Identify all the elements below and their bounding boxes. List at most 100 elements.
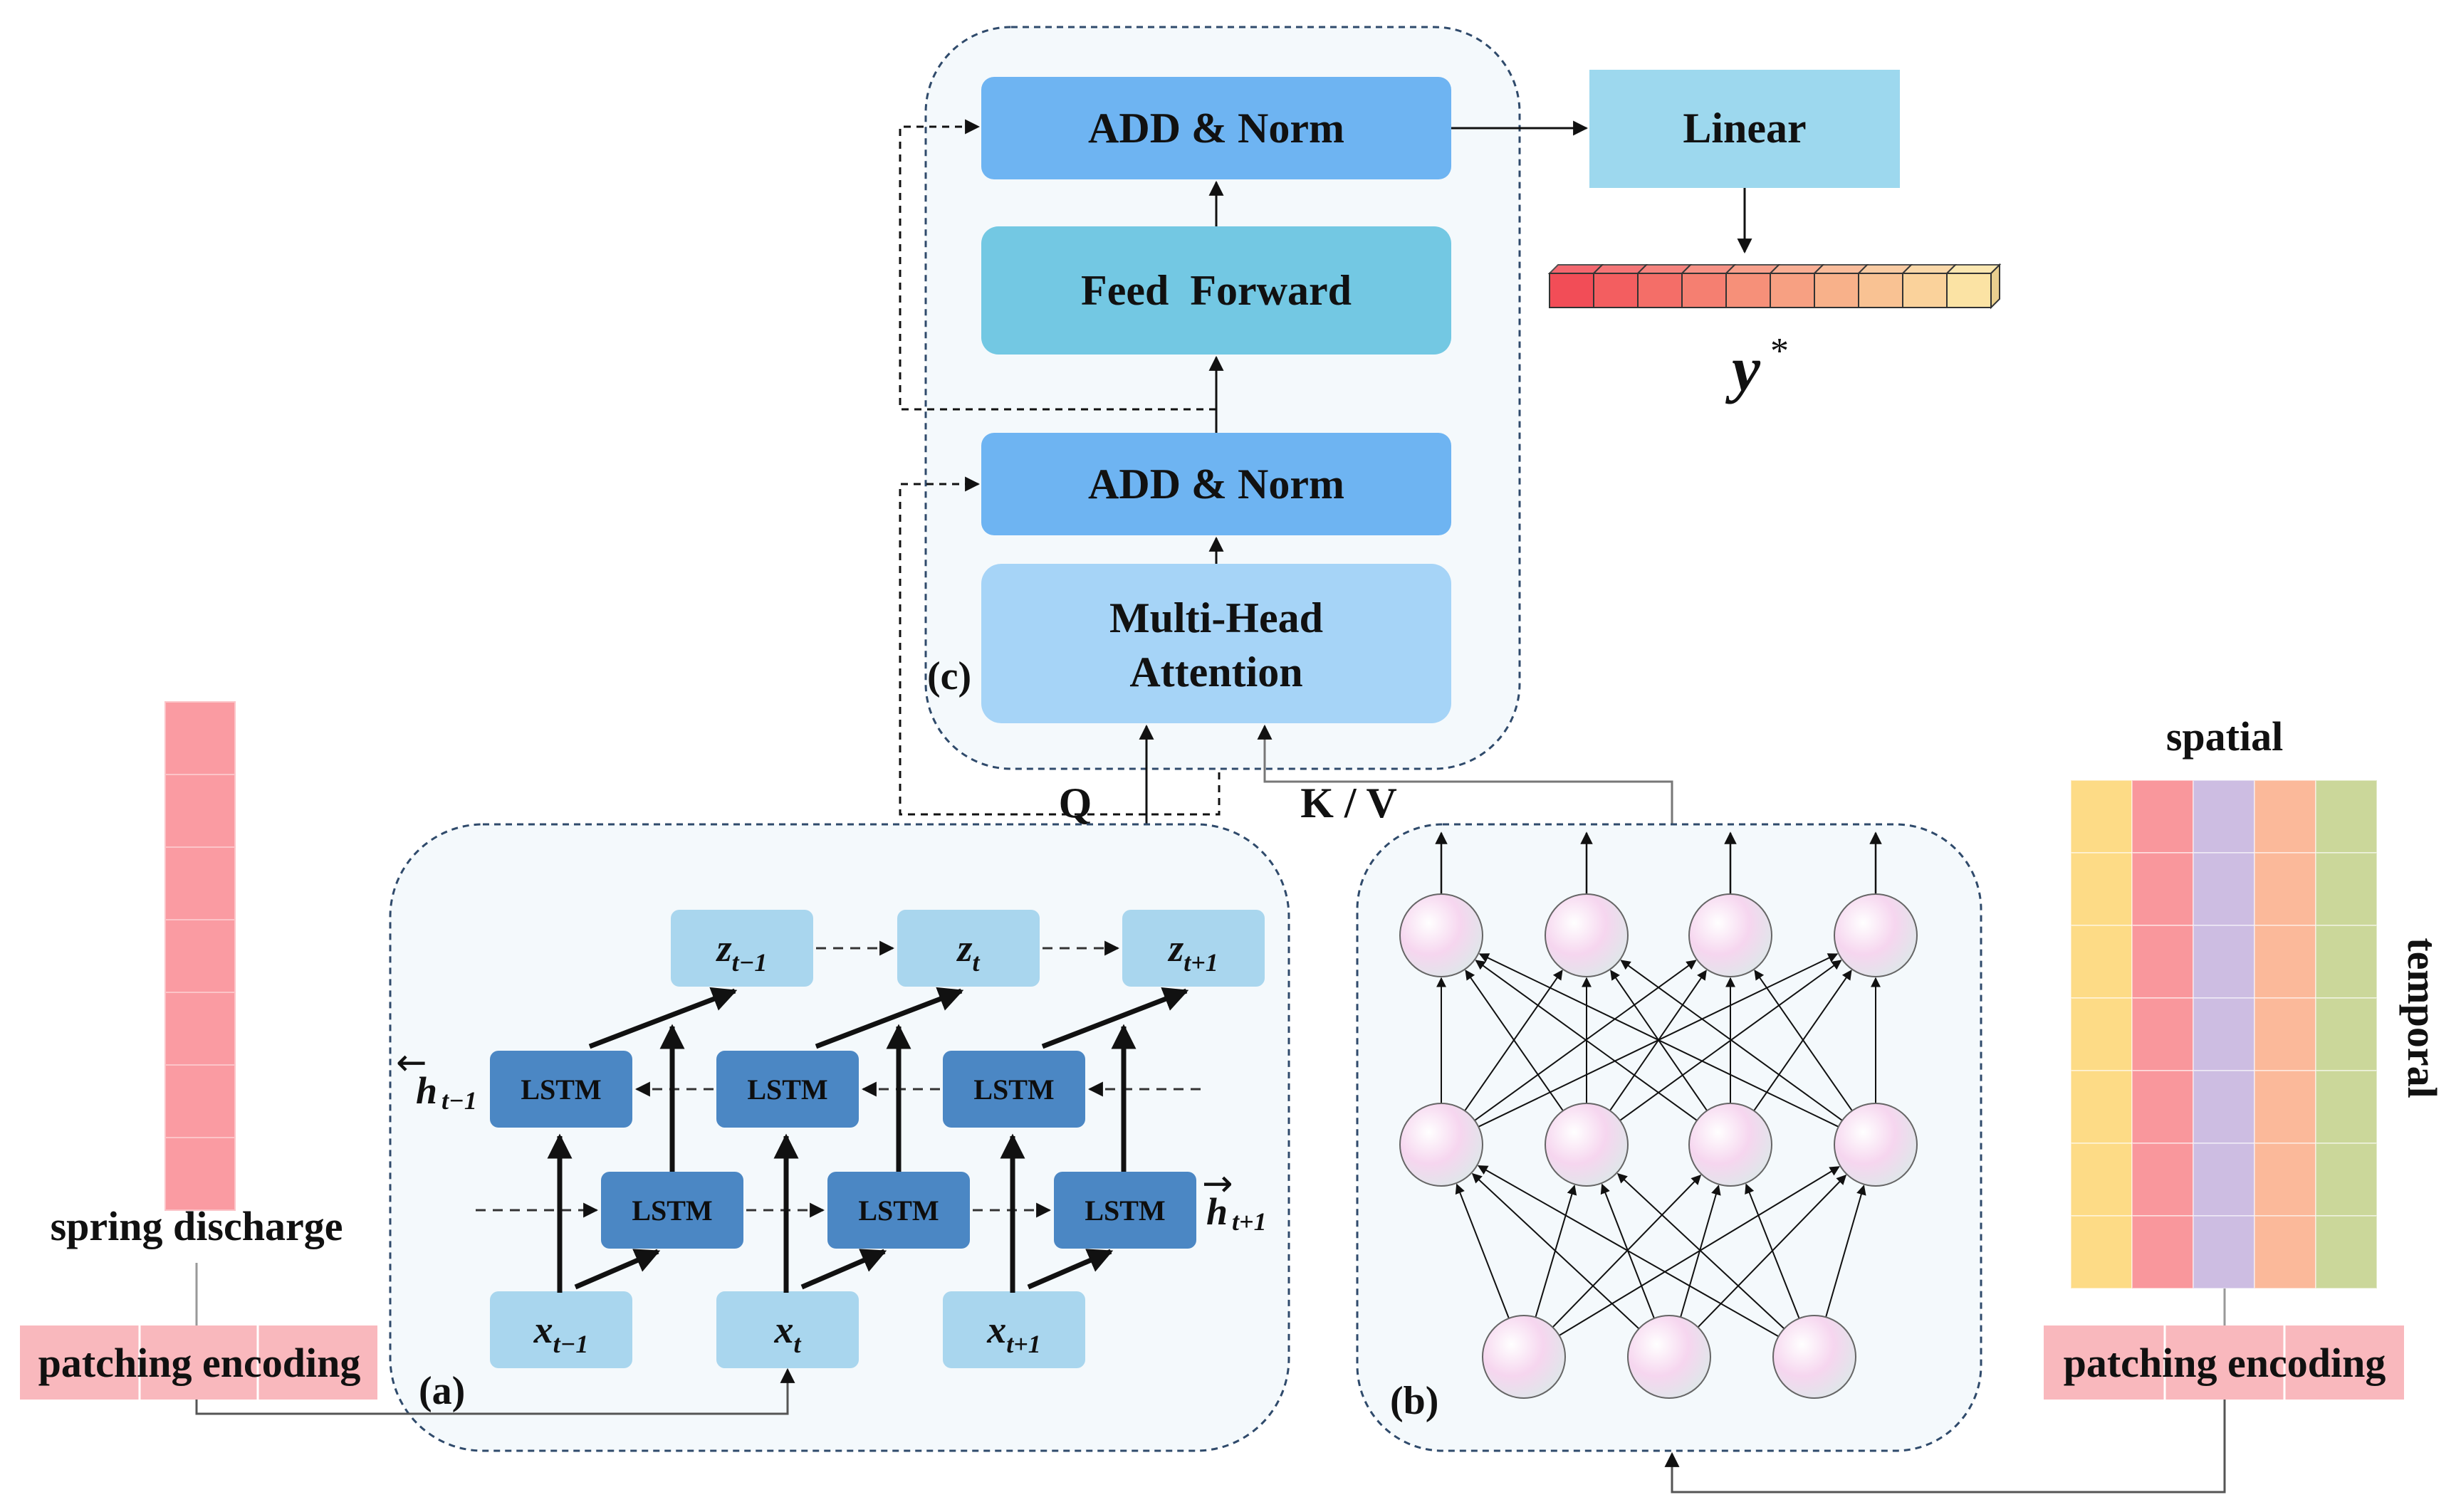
spatial-temporal-cell xyxy=(2315,1215,2378,1289)
output-superscript: * xyxy=(1770,331,1789,372)
spatial-temporal-cell xyxy=(2254,997,2316,1071)
spatial-temporal-cell xyxy=(2131,1143,2194,1217)
neuron xyxy=(1545,893,1629,977)
spatial-temporal-cell xyxy=(2070,779,2133,854)
mlp-connection xyxy=(1616,1172,1785,1330)
lstm-label: LSTM xyxy=(632,1195,712,1227)
neuron xyxy=(1772,1315,1856,1399)
output-cube xyxy=(1902,273,1948,308)
left-encoding-label: patching encoding xyxy=(38,1340,361,1386)
spatial-temporal-cell xyxy=(2254,852,2316,926)
panel-label-a: (a) xyxy=(419,1369,465,1413)
spatial-temporal-cell xyxy=(2254,1215,2316,1289)
spatial-caption: spatial xyxy=(2166,713,2283,760)
spatial-temporal-cell xyxy=(2131,997,2194,1071)
spatial-temporal-cell xyxy=(2070,1143,2133,1217)
output-cube xyxy=(1770,273,1815,308)
spring-discharge-column xyxy=(164,701,236,1211)
feed-forward-label: Feed Forward xyxy=(1081,267,1352,314)
x-node-label: xt xyxy=(773,1308,801,1358)
output-vector xyxy=(1547,263,2002,310)
mlp-connection xyxy=(1754,970,1853,1111)
output-cube xyxy=(1549,273,1594,308)
spring-discharge-cell xyxy=(164,1137,236,1211)
x-node-label: xt−1 xyxy=(533,1308,589,1358)
spatial-temporal-cell xyxy=(2193,779,2255,854)
neuron xyxy=(1627,1315,1711,1399)
z-node-label: zt+1 xyxy=(1167,927,1218,977)
mlp-connection xyxy=(1825,1185,1866,1318)
output-cube xyxy=(1593,273,1639,308)
x-node xyxy=(943,1291,1085,1368)
spring-discharge-caption: spring discharge xyxy=(51,1203,343,1249)
mlp-connection xyxy=(1465,970,1564,1111)
neuron xyxy=(1834,893,1918,977)
multi-head-label-line2: Attention xyxy=(1129,649,1302,695)
add-norm-top-box xyxy=(981,77,1451,179)
mlp-connection xyxy=(1471,1172,1640,1330)
lstm-label: LSTM xyxy=(858,1195,939,1227)
neuron xyxy=(1688,893,1772,977)
spatial-temporal-cell xyxy=(2131,925,2194,999)
mlp-connection xyxy=(1552,1174,1702,1328)
spatial-temporal-cell xyxy=(2131,779,2194,854)
spatial-temporal-cell xyxy=(2254,1070,2316,1144)
spatial-temporal-cell xyxy=(2131,1070,2194,1144)
output-cube xyxy=(1814,273,1859,308)
spatial-temporal-cell xyxy=(2254,1143,2316,1217)
spatial-temporal-cell xyxy=(2193,925,2255,999)
mlp-connection xyxy=(1620,960,1843,1121)
mlp-connection xyxy=(1745,1183,1800,1319)
mlp-panel xyxy=(1356,823,1982,1452)
transformer-block: ADD & Norm Feed Forward ADD & Norm Multi… xyxy=(899,26,2002,816)
spatial-temporal-cell xyxy=(2070,852,2133,926)
mlp-connection xyxy=(1475,960,1698,1121)
spring-discharge-cell xyxy=(164,846,236,920)
mlp-block: (b) xyxy=(1356,823,1982,1452)
kv-label: K / V xyxy=(1300,779,1397,826)
panel-label-b: (b) xyxy=(1390,1379,1438,1423)
spatial-temporal-cell xyxy=(2193,997,2255,1071)
feed-forward-box xyxy=(981,226,1451,355)
x-node xyxy=(490,1291,632,1368)
output-cube xyxy=(1946,273,1992,308)
neuron xyxy=(1399,893,1483,977)
spatial-temporal-cell xyxy=(2193,1070,2255,1144)
neuron xyxy=(1399,1103,1483,1187)
spatial-temporal-cell xyxy=(2070,997,2133,1071)
left-input: spring discharge patching encoding xyxy=(20,701,795,1415)
mlp-connection xyxy=(1680,1185,1721,1318)
mlp-connection xyxy=(1478,953,1839,1128)
kv-arrow xyxy=(1257,724,1673,824)
z-node xyxy=(671,910,813,987)
output-cube xyxy=(1637,273,1683,308)
h-forward-arrow: → xyxy=(1202,1162,1233,1205)
lstm-backward-cell xyxy=(490,1051,632,1128)
spatial-temporal-cell xyxy=(2070,1070,2133,1144)
spatial-temporal-cell xyxy=(2070,1215,2133,1289)
spatial-temporal-cell xyxy=(2193,1143,2255,1217)
spatial-temporal-cell xyxy=(2315,852,2378,926)
add-norm-bottom-label: ADD & Norm xyxy=(1088,461,1344,508)
spatial-temporal-cell xyxy=(2070,925,2133,999)
spatial-temporal-grid xyxy=(2070,779,2378,1289)
spring-discharge-cell xyxy=(164,774,236,848)
lstm-label: LSTM xyxy=(747,1073,827,1106)
spring-discharge-cell xyxy=(164,992,236,1066)
spatial-temporal-cell xyxy=(2315,1143,2378,1217)
z-node-label: zt xyxy=(956,927,980,977)
z-node xyxy=(1122,910,1265,987)
neuron xyxy=(1482,1315,1566,1399)
spatial-temporal-cell xyxy=(2193,852,2255,926)
lstm-backward-cell xyxy=(943,1051,1085,1128)
neuron xyxy=(1545,1103,1629,1187)
output-cube xyxy=(1681,273,1727,308)
h-backward-arrow: ← xyxy=(396,1041,427,1084)
lstm-label: LSTM xyxy=(1085,1195,1165,1227)
lstm-forward-cell xyxy=(601,1172,743,1249)
spatial-temporal-cell xyxy=(2254,779,2316,854)
output-symbol: y xyxy=(1725,334,1761,404)
